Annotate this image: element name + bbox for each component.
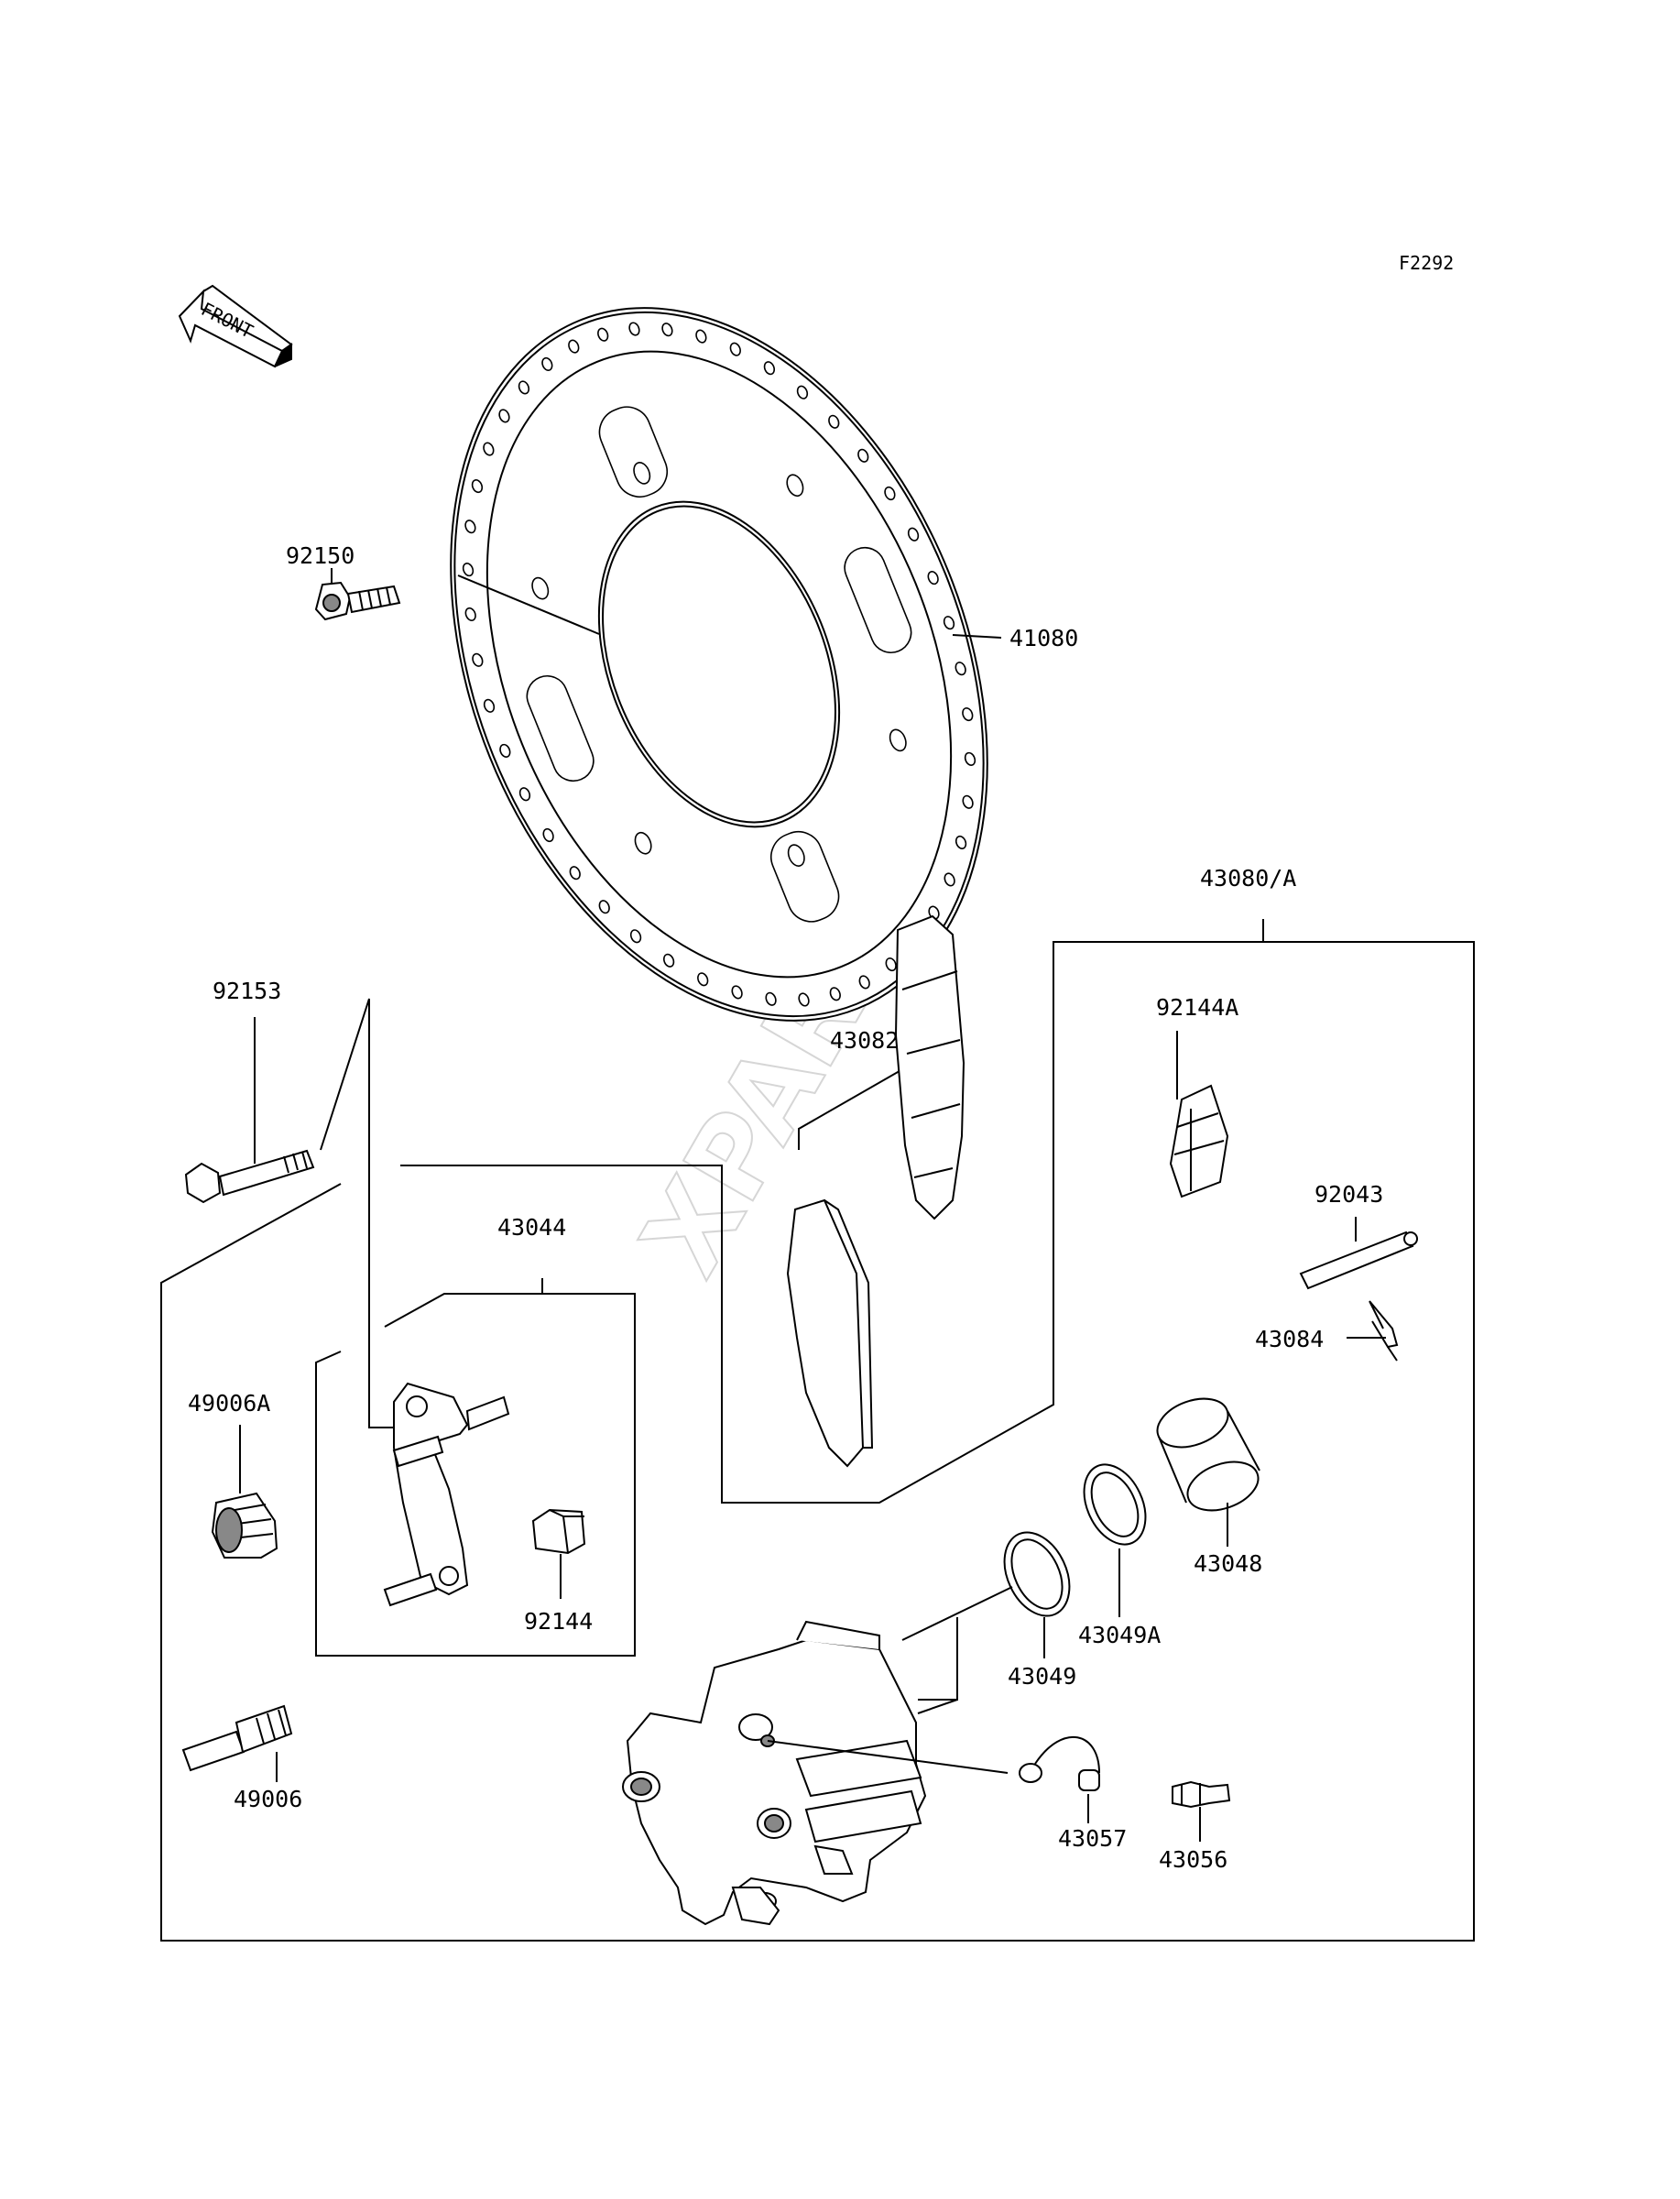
drill-hole (829, 987, 841, 1001)
caliper-holder (315, 1278, 636, 1657)
drill-hole (661, 323, 673, 337)
diagram-code-label: F2292 (1399, 252, 1454, 274)
drill-hole (471, 479, 484, 494)
drill-hole (765, 991, 777, 1006)
drill-hole (729, 342, 741, 356)
drill-hole (857, 448, 869, 463)
drill-hole (731, 985, 743, 1000)
drill-hole (597, 327, 609, 342)
label-43084: 43084 (1255, 1326, 1324, 1352)
drill-hole (763, 361, 776, 376)
label-43048: 43048 (1194, 1550, 1262, 1577)
drill-hole (483, 442, 495, 456)
caliper-body (622, 1617, 1009, 1926)
drill-hole (796, 385, 809, 399)
holder-spring (531, 1508, 586, 1599)
drill-hole (464, 607, 476, 622)
drill-hole (927, 571, 939, 585)
drill-hole (955, 662, 966, 676)
drill-hole (518, 787, 531, 802)
drill-hole (885, 957, 897, 972)
drill-hole (955, 835, 967, 849)
label-92144a: 92144A (1156, 994, 1238, 1021)
drill-hole (568, 339, 580, 354)
label-92043: 92043 (1315, 1181, 1383, 1208)
bleed-cap (1019, 1735, 1100, 1823)
drill-hole (569, 866, 581, 881)
dust-seal (1083, 1463, 1147, 1617)
label-43044: 43044 (497, 1214, 566, 1241)
drill-hole (944, 872, 955, 887)
drill-hole (962, 706, 974, 722)
dust-boot (211, 1425, 278, 1559)
drill-hole (798, 992, 810, 1007)
drill-hole (662, 953, 675, 968)
drill-hole (518, 380, 530, 395)
drill-hole (858, 975, 870, 990)
drill-hole (943, 616, 955, 630)
bleed-valve (1172, 1780, 1231, 1842)
drill-hole (629, 929, 642, 944)
label-43080a: 43080/A (1200, 865, 1296, 892)
drill-hole (907, 527, 920, 542)
label-43049a: 43049A (1078, 1622, 1161, 1648)
front-arrow-icon: FRONT (178, 284, 293, 368)
label-92153: 92153 (213, 978, 281, 1004)
drill-hole (628, 322, 640, 336)
label-92144: 92144 (524, 1608, 593, 1635)
drill-hole (828, 414, 840, 429)
label-92150: 92150 (286, 542, 355, 569)
label-43057: 43057 (1058, 1825, 1127, 1852)
pad-spring (1169, 1031, 1229, 1198)
label-43049: 43049 (1008, 1663, 1076, 1690)
piston (1156, 1397, 1260, 1547)
drill-hole (697, 972, 709, 987)
drill-hole (464, 520, 476, 534)
drill-hole (964, 751, 976, 766)
caliper-bolt (184, 998, 403, 1428)
brake-disc (450, 307, 1002, 1022)
label-49006a: 49006A (188, 1390, 270, 1417)
slide-pin (181, 1704, 293, 1782)
brake-pads (786, 914, 965, 1468)
drill-hole (499, 743, 511, 758)
drill-hole (962, 794, 974, 809)
drill-hole (462, 563, 475, 577)
drill-hole (483, 698, 496, 713)
pin-clip (1347, 1300, 1399, 1362)
label-43056: 43056 (1159, 1846, 1227, 1873)
drill-hole (542, 827, 554, 843)
pad-pin (1299, 1217, 1418, 1290)
disc-bolt (314, 568, 401, 621)
drill-hole (884, 486, 896, 501)
drill-hole (541, 356, 553, 372)
drill-hole (598, 900, 610, 914)
piston-seal (901, 1531, 1071, 1658)
label-49006: 49006 (234, 1786, 302, 1812)
label-43082: 43082 (830, 1027, 899, 1054)
drill-hole (695, 329, 707, 344)
drill-hole (498, 409, 510, 423)
drill-hole (472, 652, 484, 667)
label-41080: 41080 (1009, 625, 1078, 651)
